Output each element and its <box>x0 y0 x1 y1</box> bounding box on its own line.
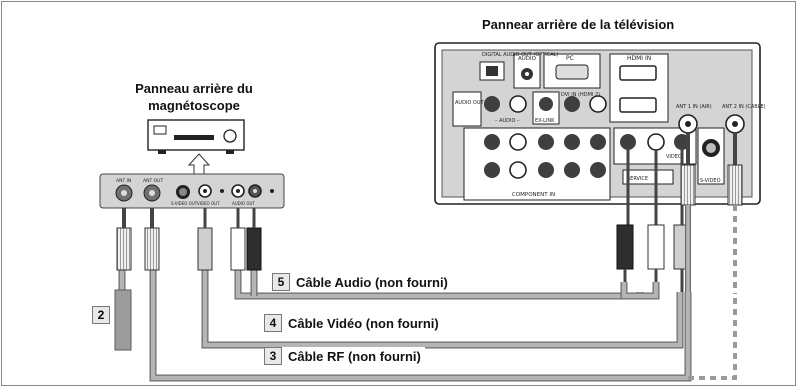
cable-label-rf: 3 Câble RF (non fourni) <box>264 347 425 365</box>
cable-text-audio: Câble Audio (non fourni) <box>296 274 448 290</box>
cable-label-audio: 5 Câble Audio (non fourni) <box>272 273 452 291</box>
vcr-panel-title: Panneau arrière du magnétoscope <box>108 80 280 114</box>
vcr-label-svideo-out: S-VIDEO OUT <box>171 201 198 206</box>
vcr-title-line1: Panneau arrière du <box>135 81 253 96</box>
vcr-title-line2: magnétoscope <box>148 98 240 113</box>
tv-connectors <box>616 133 743 294</box>
tv-label-audio-lr: – AUDIO – <box>495 118 520 124</box>
vcr-rear-panel <box>99 173 285 209</box>
tv-label-video: VIDEO <box>666 154 682 160</box>
tv-label-service: SERVICE <box>627 176 648 182</box>
tv-label-ex-link: EX-LINK <box>535 118 555 124</box>
vcr-connectors <box>116 208 262 271</box>
vcr-label-ant-out: ANT OUT <box>143 178 163 184</box>
tv-panel-title: Pannear arrière de la télévision <box>482 17 675 32</box>
tv-label-dvi-in: DVI IN (HDMI 2) <box>561 92 600 98</box>
tv-label-ant1: ANT 1 IN (AIR) <box>676 104 712 110</box>
tv-label-component-in: COMPONENT IN <box>512 192 555 198</box>
cable-label-video: 4 Câble Vidéo (non fourni) <box>264 314 443 332</box>
cable-badge-4: 4 <box>264 314 282 332</box>
cable-badge-5: 5 <box>272 273 290 291</box>
cable-text-rf: Câble RF (non fourni) <box>288 348 421 364</box>
tv-label-optical: DIGITAL AUDIO OUT (OPTICAL) <box>482 52 558 58</box>
tv-label-hdmi-in: HDMI IN <box>627 55 651 62</box>
tv-label-pc: PC <box>566 55 574 62</box>
tv-label-ant2: ANT 2 IN (CABLE) <box>722 104 766 110</box>
ant2-dotted-cable <box>688 294 737 380</box>
vcr-label-video-out: VIDEO OUT <box>197 201 220 206</box>
cable-badge-3: 3 <box>264 347 282 365</box>
tv-label-s-video: S-VIDEO <box>700 178 721 184</box>
vcr-label-ant-in: ANT IN <box>116 178 131 184</box>
vcr-label-audio-out: AUDIO OUT <box>232 201 255 206</box>
tv-label-audio: AUDIO <box>518 56 537 62</box>
cable-text-video: Câble Vidéo (non fourni) <box>288 315 439 331</box>
callout-arrow <box>187 153 211 175</box>
tv-label-audio-out: AUDIO OUT <box>455 100 485 106</box>
wall-stub <box>114 289 132 351</box>
vcr-device <box>147 119 245 154</box>
wall-antenna-badge: 2 <box>92 306 110 324</box>
tv-rear-panel <box>434 42 761 205</box>
